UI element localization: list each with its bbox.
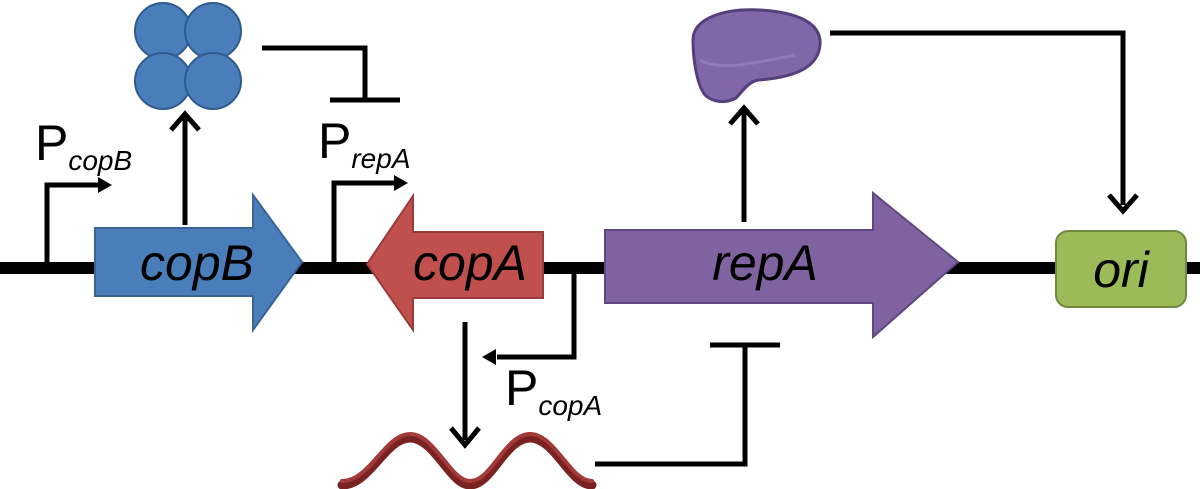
copb-protein-tetramer — [134, 2, 242, 110]
promoter-copa-arrow — [497, 272, 577, 360]
gene-copb — [94, 191, 304, 334]
gene-copb-label: copB — [140, 235, 254, 291]
repa-protein — [691, 8, 822, 104]
copb-expression-arrowhead — [169, 110, 201, 132]
origin-of-replication — [1055, 230, 1187, 308]
promoter-copa-arrowhead — [482, 349, 496, 365]
gene-repa — [604, 190, 960, 340]
gene-copa — [365, 192, 544, 334]
promoter-copb-arrow — [44, 182, 100, 264]
promoter-copb-label: PcopB — [35, 115, 132, 176]
copa-transcription-arrowhead — [449, 426, 481, 449]
repa-expression-arrowhead — [728, 104, 760, 126]
promoter-copa-label: PcopA — [505, 360, 602, 421]
promoter-copb-arrowhead — [98, 177, 112, 193]
copb-repression-line — [262, 45, 368, 100]
gene-repa-label: repA — [712, 235, 818, 291]
repa-activation-line — [830, 30, 1126, 205]
repa-activation-arrowhead — [1107, 193, 1139, 215]
promoter-repa-arrowhead — [394, 175, 408, 191]
copa-repression-line — [595, 345, 748, 467]
promoter-repa-arrow — [331, 180, 395, 264]
promoter-repa-label: PrepA — [318, 113, 411, 174]
gene-copa-label: copA — [413, 235, 527, 291]
ori-label: ori — [1093, 242, 1150, 298]
copa-rna — [337, 431, 597, 489]
